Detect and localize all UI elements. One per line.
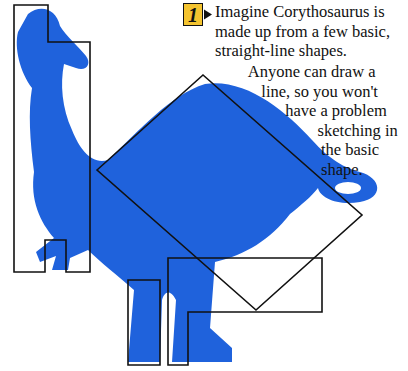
instruction-text: Anyone can draw a line, so you won't hav… <box>248 62 398 179</box>
callout-pointer <box>204 10 212 20</box>
instruction-text: Imagine Corythosaurus is made up from a … <box>215 2 390 60</box>
callout-box: 1 <box>183 3 203 26</box>
instruction-paragraph: Anyone can draw a line, so you won't hav… <box>215 62 405 179</box>
callout-number: 1 <box>188 5 198 25</box>
neck-shape <box>14 5 90 272</box>
tail-curl-hole <box>335 182 361 194</box>
hind-leg-shape <box>168 258 322 365</box>
dinosaur-silhouette <box>17 9 377 362</box>
instruction-paragraph: Imagine Corythosaurus is made up from a … <box>215 2 405 61</box>
front-leg-shape <box>128 280 160 365</box>
